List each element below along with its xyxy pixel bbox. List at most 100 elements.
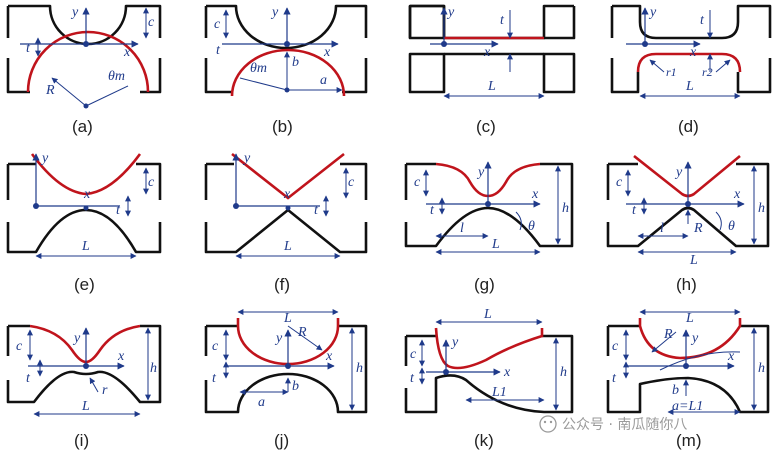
label-t: t bbox=[26, 371, 31, 386]
watermark-text: 公众号 · 南瓜随你八 bbox=[562, 417, 687, 433]
label-theta: θ bbox=[728, 219, 735, 234]
caption-m: (m) bbox=[676, 431, 701, 450]
label-c: c bbox=[148, 15, 155, 30]
label-c: c bbox=[214, 17, 221, 32]
label-y: y bbox=[274, 331, 283, 346]
caption-h: (h) bbox=[676, 275, 697, 294]
label-L: L bbox=[283, 239, 292, 254]
label-c: c bbox=[612, 339, 619, 354]
watermark: 公众号 · 南瓜随你八 bbox=[539, 415, 687, 433]
label-x: x bbox=[123, 45, 131, 60]
label-x: x bbox=[83, 187, 91, 202]
caption-i: (i) bbox=[74, 431, 89, 450]
panel-c: y x t L (c) bbox=[408, 4, 576, 136]
label-L: L bbox=[81, 239, 90, 254]
panel-f: y x c t L (f) bbox=[204, 151, 368, 294]
label-x: x bbox=[483, 45, 491, 60]
label-y: y bbox=[72, 331, 81, 346]
label-x: x bbox=[689, 45, 697, 60]
label-r: r bbox=[102, 383, 108, 398]
label-x: x bbox=[531, 187, 539, 202]
panel-g: y x c t h θ l L (g) bbox=[404, 161, 574, 294]
label-h: h bbox=[356, 361, 363, 376]
label-L: L bbox=[685, 311, 694, 326]
panel-k: L y x c t h L1 (k) bbox=[404, 307, 574, 450]
caption-d: (d) bbox=[678, 117, 699, 136]
label-x: x bbox=[283, 187, 291, 202]
label-t: t bbox=[632, 203, 637, 218]
label-r2: r2 bbox=[702, 65, 713, 79]
panel-a: y x c t R θm (a) bbox=[6, 4, 162, 136]
caption-j: (j) bbox=[274, 431, 289, 450]
label-t: t bbox=[212, 371, 217, 386]
caption-c: (c) bbox=[476, 117, 496, 136]
label-y: y bbox=[242, 151, 251, 166]
label-R: R bbox=[663, 327, 673, 342]
label-h: h bbox=[758, 361, 765, 376]
label-x: x bbox=[727, 349, 735, 364]
label-c: c bbox=[410, 347, 417, 362]
label-b: b bbox=[292, 55, 299, 70]
label-r1: r1 bbox=[666, 65, 677, 79]
caption-a: (a) bbox=[72, 117, 93, 136]
label-a-eq-L1: a=L1 bbox=[672, 399, 703, 414]
label-y: y bbox=[270, 5, 279, 20]
label-c: c bbox=[212, 339, 219, 354]
label-L: L bbox=[487, 79, 496, 94]
label-t: t bbox=[500, 13, 505, 28]
label-h: h bbox=[560, 365, 567, 380]
label-x: x bbox=[325, 349, 333, 364]
panel-e: y x c t L (e) bbox=[6, 151, 162, 294]
label-L1: L1 bbox=[491, 385, 507, 400]
label-L: L bbox=[689, 253, 698, 268]
label-c: c bbox=[148, 175, 155, 190]
label-x: x bbox=[503, 365, 511, 380]
label-h: h bbox=[562, 201, 569, 216]
panel-i: y x c t h r L (i) bbox=[6, 324, 162, 450]
label-h: h bbox=[150, 361, 157, 376]
label-L: L bbox=[483, 307, 492, 322]
label-theta: θ bbox=[528, 219, 535, 234]
label-x: x bbox=[323, 45, 331, 60]
label-t: t bbox=[612, 371, 617, 386]
label-y: y bbox=[690, 331, 699, 346]
label-t: t bbox=[26, 41, 31, 56]
panel-m: L R y x c t h b a=L1 (m) bbox=[606, 309, 770, 450]
label-y: y bbox=[476, 165, 485, 180]
caption-e: (e) bbox=[74, 275, 95, 294]
label-y: y bbox=[450, 335, 459, 350]
label-c: c bbox=[16, 339, 23, 354]
label-t: t bbox=[700, 13, 705, 28]
label-y: y bbox=[446, 5, 455, 20]
label-theta-m: θm bbox=[250, 61, 267, 76]
panel-b: y x c t θm b a (b) bbox=[204, 4, 368, 136]
label-a: a bbox=[258, 395, 265, 410]
label-c: c bbox=[348, 175, 355, 190]
label-x: x bbox=[117, 349, 125, 364]
label-y: y bbox=[70, 5, 79, 20]
label-L: L bbox=[81, 399, 90, 414]
label-theta-m: θm bbox=[108, 69, 125, 84]
label-b: b bbox=[292, 379, 299, 394]
label-y: y bbox=[674, 165, 683, 180]
label-L: L bbox=[685, 79, 694, 94]
label-y: y bbox=[40, 151, 49, 166]
label-y: y bbox=[648, 5, 657, 20]
label-c: c bbox=[414, 175, 421, 190]
label-t: t bbox=[410, 371, 415, 386]
label-R: R bbox=[693, 221, 703, 236]
label-t: t bbox=[216, 43, 221, 58]
caption-g: (g) bbox=[474, 275, 495, 294]
label-c: c bbox=[616, 175, 623, 190]
label-L: L bbox=[283, 311, 292, 326]
wechat-icon bbox=[539, 415, 557, 433]
label-t: t bbox=[314, 203, 319, 218]
label-t: t bbox=[116, 203, 121, 218]
label-a: a bbox=[320, 73, 327, 88]
label-L: L bbox=[491, 237, 500, 252]
label-h: h bbox=[758, 201, 765, 216]
label-l: l bbox=[660, 221, 664, 236]
label-R: R bbox=[297, 325, 307, 340]
label-x: x bbox=[733, 187, 741, 202]
